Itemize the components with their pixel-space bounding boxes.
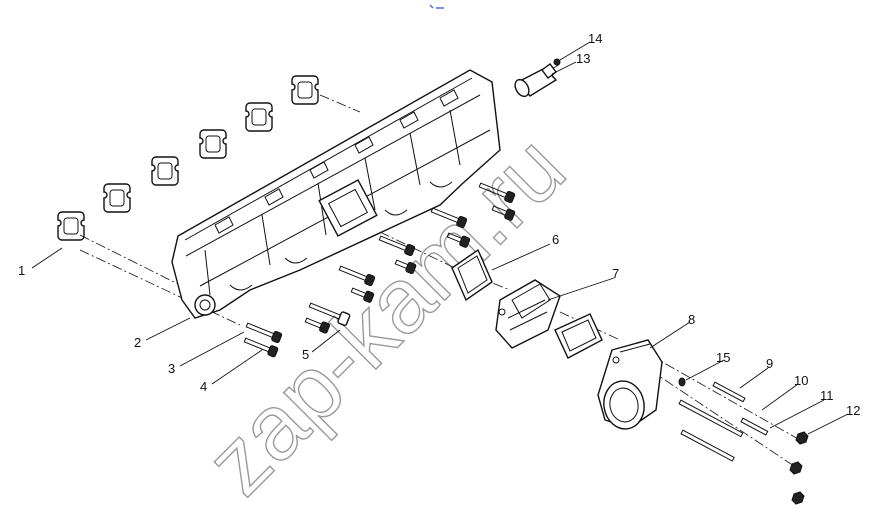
callout-10: 10: [794, 373, 808, 388]
bolt: [430, 207, 468, 229]
callout-7: 7: [612, 266, 619, 281]
callout-8: 8: [688, 312, 695, 327]
gasket: [291, 75, 319, 105]
leader-lines: [31, 41, 849, 435]
nut: [795, 431, 809, 445]
stud: [740, 417, 769, 436]
callout-12: 12: [846, 403, 860, 418]
bolt: [350, 287, 375, 303]
callout-5: 5: [302, 347, 309, 362]
callout-15: 15: [716, 350, 730, 365]
bolt: [478, 182, 516, 204]
gasket: [103, 183, 131, 213]
bolt: [308, 302, 351, 327]
callouts: 1 2 3 4 5 6 7 8 9 10 11 12 13 14 15: [18, 31, 860, 418]
bolt: [243, 337, 279, 358]
stud: [678, 399, 744, 438]
gasket: [245, 102, 273, 132]
nut: [789, 461, 803, 475]
gasket: [199, 129, 227, 159]
callout-4: 4: [200, 379, 207, 394]
exhaust-gasket-row: [57, 75, 319, 241]
bolt: [394, 259, 417, 275]
gasket: [57, 211, 85, 241]
bolt: [491, 205, 516, 221]
top-mark: [429, 4, 444, 9]
bolt-set: [243, 182, 516, 358]
flange-adapter-7: [495, 279, 561, 349]
bolt: [338, 265, 376, 287]
gasket: [151, 156, 179, 186]
callout-13: 13: [576, 51, 590, 66]
callout-1: 1: [18, 263, 25, 278]
callout-2: 2: [134, 335, 141, 350]
washer-15: [678, 377, 686, 387]
exhaust-manifold: [171, 69, 501, 319]
sensor-fitting: [514, 58, 561, 98]
flange-gasket-6: [451, 248, 493, 302]
bolt: [446, 232, 471, 248]
flange-gasket: [554, 313, 603, 359]
callout-14: 14: [588, 31, 602, 46]
studs-and-nuts: [678, 377, 809, 505]
callout-3: 3: [168, 361, 175, 376]
nut: [791, 491, 805, 505]
bolt: [378, 235, 416, 257]
callout-6: 6: [552, 232, 559, 247]
stud: [712, 381, 746, 403]
stud: [680, 429, 735, 462]
bolt: [304, 317, 331, 334]
bolt: [245, 322, 283, 344]
callout-11: 11: [820, 388, 834, 403]
outlet-elbow-8: [597, 339, 663, 430]
callout-9: 9: [766, 356, 773, 371]
